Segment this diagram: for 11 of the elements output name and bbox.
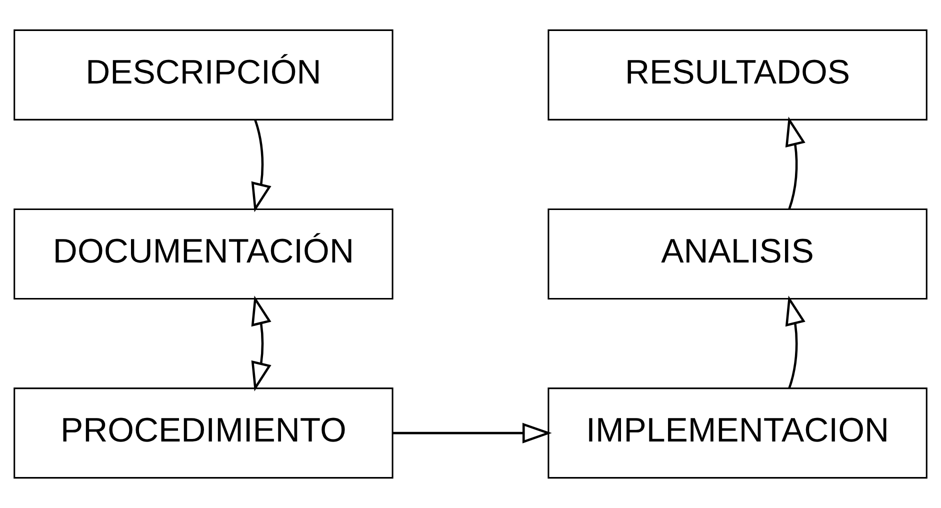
arrow: [785, 116, 806, 210]
arrow: [785, 296, 806, 388]
arrow: [392, 422, 552, 444]
node-box: PROCEDIMIENTO: [14, 388, 394, 479]
node-box: DESCRIPCIÓN: [14, 29, 394, 120]
arrow: [251, 120, 272, 212]
node-box: RESULTADOS: [548, 29, 928, 120]
arrow: [251, 296, 272, 392]
node-box: DOCUMENTACIÓN: [14, 208, 394, 300]
node-box: IMPLEMENTACION: [548, 388, 928, 479]
node-box: ANALISIS: [548, 208, 928, 300]
